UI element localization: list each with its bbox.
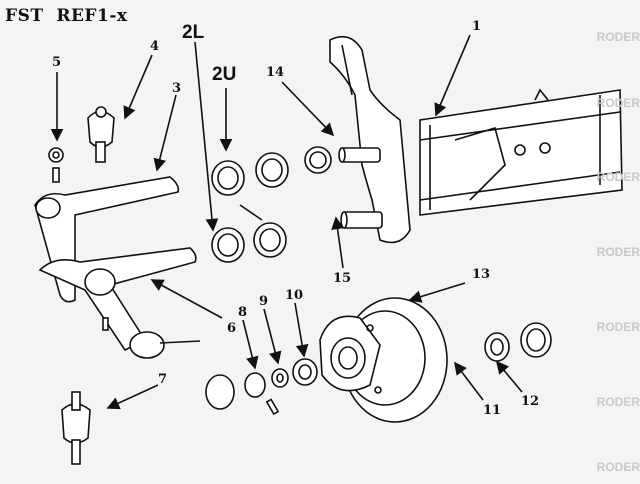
ball-joint-lower xyxy=(61,391,91,465)
bushing-14 xyxy=(304,146,332,174)
watermark: RODER xyxy=(596,320,640,334)
diagram-title: FST REF1-x xyxy=(5,6,128,26)
bearing-race-11 xyxy=(484,332,510,362)
bushing-link-line xyxy=(239,204,263,221)
watermark: RODER xyxy=(596,30,640,44)
watermark: RODER xyxy=(596,460,640,474)
watermark: RODER xyxy=(596,245,640,259)
callout-6: 6 xyxy=(227,321,236,336)
watermark: RODER xyxy=(596,395,640,409)
hub-seal-8 xyxy=(205,372,280,416)
washer-9 xyxy=(271,368,289,388)
callout-5: 5 xyxy=(52,55,61,70)
bushing-2L xyxy=(211,222,287,263)
callout-13: 13 xyxy=(472,267,490,282)
bearing-race-12 xyxy=(520,322,552,358)
callout-12: 12 xyxy=(521,394,539,409)
callout-15: 15 xyxy=(333,271,351,286)
bushing-2U xyxy=(211,152,289,196)
callout-9: 9 xyxy=(259,294,268,309)
callout-11: 11 xyxy=(483,403,501,418)
nut-5 xyxy=(48,147,64,183)
ball-joint-upper xyxy=(87,106,115,163)
callout-4: 4 xyxy=(150,39,159,54)
watermark: RODER xyxy=(596,170,640,184)
callout-2U: 2U xyxy=(212,64,236,85)
callout-7: 7 xyxy=(158,372,167,387)
callout-3: 3 xyxy=(172,81,181,96)
axle-beam xyxy=(329,35,623,244)
callout-2L: 2L xyxy=(182,22,205,43)
stub-shaft-lower xyxy=(340,211,383,229)
watermark: RODER xyxy=(596,96,640,110)
leader-arrows xyxy=(50,34,523,410)
stub-shaft-upper xyxy=(338,147,381,163)
callout-1: 1 xyxy=(472,19,481,34)
callout-10: 10 xyxy=(285,288,303,303)
lower-wishbone-arm xyxy=(38,247,201,359)
callout-8: 8 xyxy=(238,305,247,320)
brake-disc xyxy=(319,297,448,423)
bearing-10 xyxy=(292,358,318,386)
callout-14: 14 xyxy=(266,65,284,80)
